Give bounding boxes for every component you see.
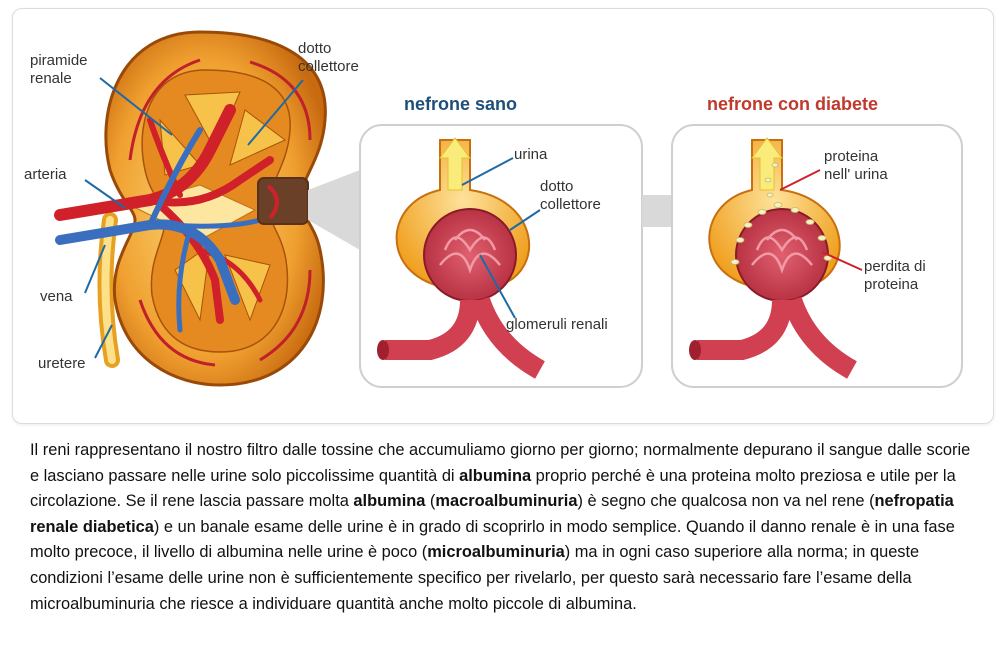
label-uretere: uretere — [38, 355, 86, 372]
label-glomeruli-renali: glomeruli renali — [506, 316, 608, 333]
label-vena: vena — [40, 288, 73, 305]
label-dotto-collettore-nefrone: dotto collettore — [540, 178, 601, 213]
label-proteina-urina: proteina nell' urina — [824, 148, 888, 183]
diabetic-vessel — [697, 299, 792, 360]
diagram-illustration — [54, 30, 963, 388]
kidney-leader-lines — [84, 77, 304, 359]
healthy-nephron-panel — [359, 124, 643, 388]
kidney-illustration — [54, 30, 327, 387]
caption-text: ) è segno che qualcosa non va nel rene ( — [577, 492, 875, 511]
zoom-window — [257, 177, 309, 225]
diabetic-urine-arrow — [751, 137, 783, 191]
label-urina: urina — [514, 146, 548, 163]
healthy-glomerulus — [423, 208, 517, 302]
label-dotto-collettore-kidney: dotto collettore — [298, 40, 359, 75]
protein-leak-dots — [730, 162, 833, 265]
label-piramide-renale: piramide renale — [30, 52, 88, 87]
caption-text: ) e un banale esame delle urine è in gra… — [30, 517, 955, 562]
caption-bold-albumina: albumina — [353, 492, 426, 511]
panel-connector — [642, 195, 672, 227]
zoom-projection — [308, 170, 360, 250]
diabetic-nephron-panel — [671, 124, 963, 388]
healthy-vessel — [385, 299, 480, 360]
label-arteria: arteria — [24, 166, 67, 183]
caption-bold-microalbuminuria: microalbuminuria — [427, 543, 565, 562]
caption-bold-macroalbuminuria: macroalbuminuria — [435, 492, 578, 511]
caption-bold-nefropatia: nefropatia renale diabetica — [30, 492, 954, 536]
caption-text: ( — [425, 492, 436, 511]
title-nefrone-diabete: nefrone con diabete — [707, 94, 879, 114]
caption-text: Il reni rappresentano il nostro filtro d… — [30, 441, 971, 485]
label-perdita-proteina: perdita di proteina — [864, 258, 926, 293]
caption-text: proprio perché è una proteina molto prez… — [30, 466, 956, 511]
caption-paragraph: Il reni rappresentano il nostro filtro d… — [30, 438, 980, 617]
caption-bold-albumina: albumina — [459, 466, 532, 485]
caption-text: ) ma in ogni caso superiore alla norma; … — [30, 543, 920, 613]
title-nefrone-sano: nefrone sano — [404, 94, 518, 114]
